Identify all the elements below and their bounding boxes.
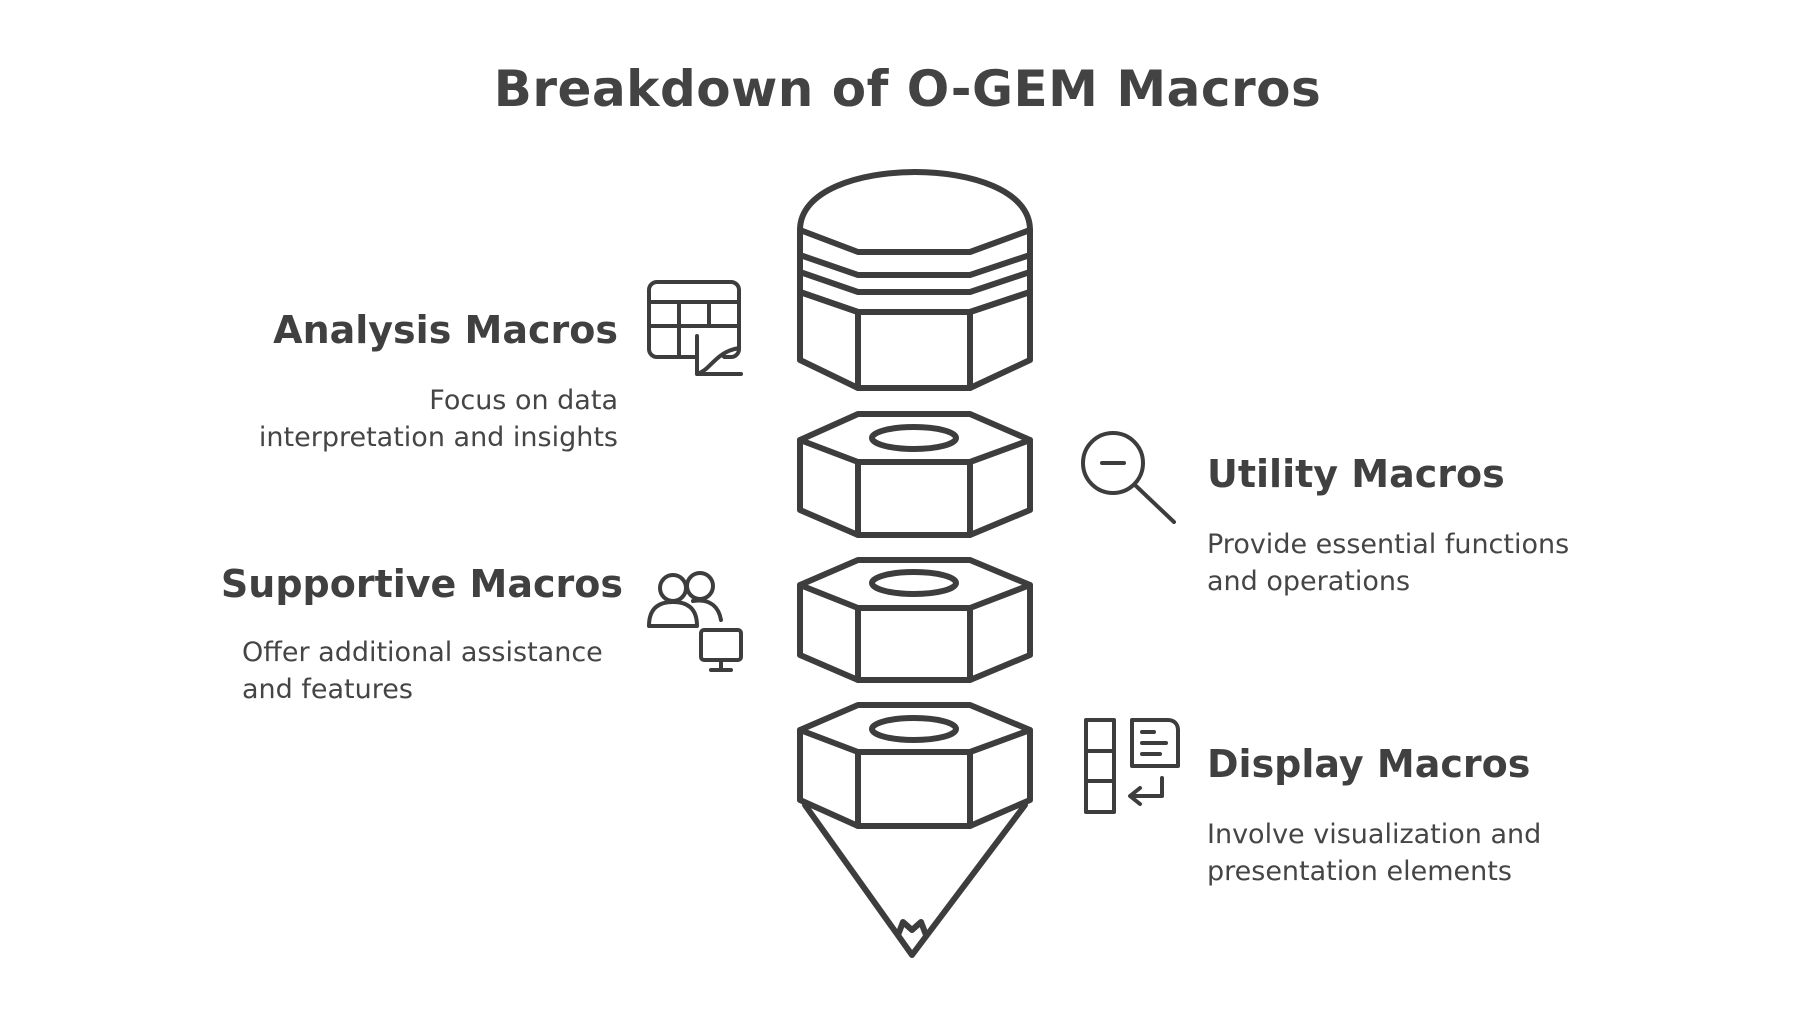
display-macros-desc-line-1: Involve visualization and <box>1207 819 1542 850</box>
nut-segment-3 <box>797 702 1033 829</box>
analysis-macros-desc-line-1: Focus on data <box>429 385 618 416</box>
display-macros-description: Involve visualization and presentation e… <box>1207 816 1541 890</box>
utility-macros-heading: Utility Macros <box>1207 452 1505 496</box>
pencil-tip <box>802 802 1028 958</box>
display-macros-heading: Display Macros <box>1207 742 1531 786</box>
supportive-macros-description: Offer additional assistance and features <box>242 634 603 708</box>
utility-macros-desc-line-1: Provide essential functions <box>1207 529 1570 560</box>
utility-macros-desc-line-2: and operations <box>1207 566 1411 597</box>
columns-document-icon <box>1084 718 1180 814</box>
magnifier-minus-icon <box>1081 431 1176 524</box>
supportive-macros-desc-line-1: Offer additional assistance <box>242 637 603 668</box>
users-monitor-icon <box>647 571 743 672</box>
analysis-macros-desc-line-2: interpretation and insights <box>258 422 618 453</box>
supportive-macros-desc-line-2: and features <box>242 674 413 705</box>
utility-macros-description: Provide essential functions and operatio… <box>1207 526 1569 600</box>
analysis-macros-heading: Analysis Macros <box>273 308 618 352</box>
nut-segment-2 <box>797 557 1033 683</box>
table-chart-icon <box>647 280 743 376</box>
diagram-title: Breakdown of O-GEM Macros <box>493 60 1322 118</box>
cap-segment <box>797 169 1033 391</box>
display-macros-desc-line-2: presentation elements <box>1207 856 1512 887</box>
analysis-macros-description: Focus on data interpretation and insight… <box>259 382 618 456</box>
supportive-macros-heading: Supportive Macros <box>220 562 623 606</box>
nut-segment-1 <box>797 411 1033 538</box>
